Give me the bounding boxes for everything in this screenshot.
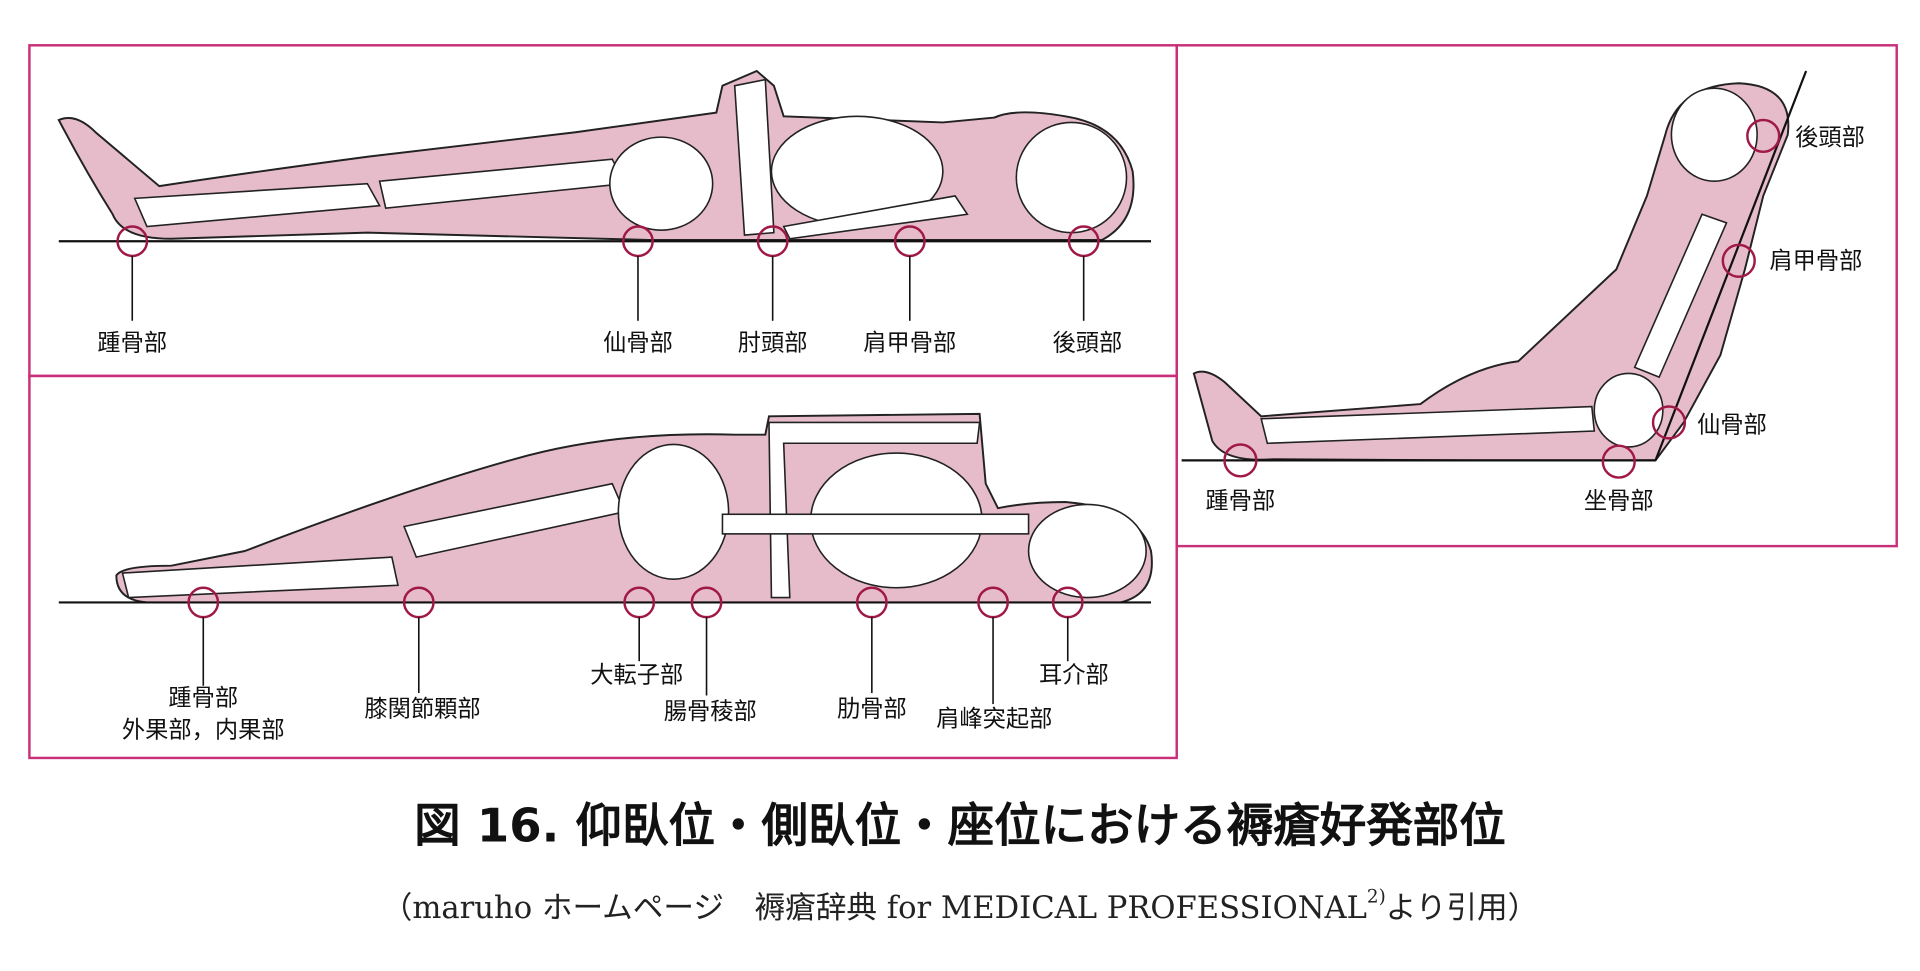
source-suffix: より引用） (1386, 891, 1538, 926)
supine-sites (116, 225, 1100, 321)
sitting-label-ischium: 坐骨部 (1584, 488, 1654, 515)
source-superscript: 2) (1367, 887, 1386, 908)
lateral-label-greater-trochanter: 大転子部 (590, 661, 683, 688)
sitting-spine-ribs (1633, 213, 1728, 379)
supine-pelvis (609, 136, 714, 231)
site-circle (1746, 118, 1781, 154)
lateral-lower-leg (121, 556, 399, 599)
sitting-label-heel: 踵骨部 (1206, 488, 1276, 515)
supine-skull (1015, 121, 1128, 234)
supine-label-scapula: 肩甲骨部 (863, 330, 956, 357)
sitting-backrest-line (1654, 70, 1808, 461)
sitting-sites (1223, 118, 1781, 479)
lateral-label-heel: 踵骨部 (168, 685, 238, 712)
lateral-spine (721, 513, 1030, 535)
site-circle (1601, 444, 1636, 479)
site-circle (1721, 243, 1756, 278)
supine-forearm (782, 195, 969, 240)
site-circle (1223, 443, 1258, 478)
lateral-figure (115, 412, 1153, 604)
lateral-label-knee: 膝関節顆部 (364, 696, 480, 723)
lateral-label-iliac-crest: 腸骨稜部 (664, 698, 757, 725)
sitting-leg-bone (1260, 405, 1596, 445)
lateral-skull (1027, 503, 1147, 599)
site-circle (1651, 405, 1687, 440)
supine-leg-bone (133, 182, 381, 228)
sitting-skull (1670, 87, 1758, 183)
lateral-label-auricle: 耳介部 (1039, 661, 1109, 688)
lateral-label-ribs: 肋骨部 (837, 696, 907, 723)
lateral-arm-bones (768, 421, 981, 599)
figure-title: 図 16. 仰臥位・側臥位・座位における褥瘡好発部位 (414, 798, 1506, 852)
lateral-label-acromion: 肩峰突起部 (936, 705, 1052, 732)
supine-arm-bone (733, 78, 775, 236)
supine-label-occiput: 後頭部 (1052, 330, 1122, 357)
supine-figure (57, 69, 1135, 241)
sitting-pelvis (1593, 372, 1664, 448)
source-prefix: （maruho ホームページ 褥瘡辞典 for MEDICAL PROFESSI… (382, 891, 1367, 926)
sitting-figure (1192, 82, 1790, 462)
supine-label-sacrum: 仙骨部 (603, 330, 673, 357)
lateral-panel-frame (28, 374, 1178, 760)
lateral-sites (187, 586, 1084, 705)
figure-source: （maruho ホームページ 褥瘡辞典 for MEDICAL PROFESSI… (382, 887, 1538, 926)
supine-label-elbow: 肘頭部 (738, 330, 808, 357)
sitting-label-sacrum: 仙骨部 (1697, 412, 1767, 439)
lateral-pelvis (617, 443, 730, 580)
sitting-label-scapula: 肩甲骨部 (1769, 248, 1862, 275)
sitting-panel-frame (1175, 44, 1898, 548)
sitting-label-occiput: 後頭部 (1795, 124, 1865, 151)
supine-label-heel: 踵骨部 (97, 330, 167, 357)
lateral-label-malleolus: 外果部，内果部 (122, 717, 285, 744)
